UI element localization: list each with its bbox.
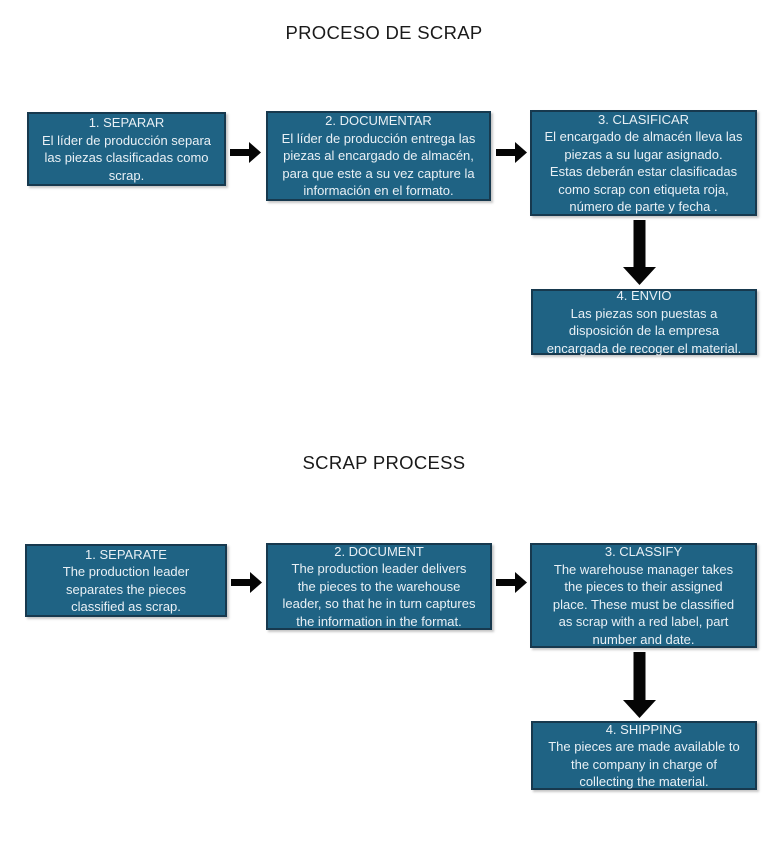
step-body: El líder de producción entrega las pieza… (281, 130, 476, 199)
arrow-right-icon (230, 142, 261, 163)
step-body: The warehouse manager takes the pieces t… (552, 561, 735, 647)
step-heading: 3. CLASSIFY (604, 544, 683, 559)
arrow-right-icon (496, 142, 527, 163)
step-heading: 3. CLASIFICAR (597, 111, 690, 127)
step-heading: 1. SEPARATE (85, 546, 167, 562)
step-box-en-4-shipping: 4. SHIPPING The pieces are made availabl… (531, 721, 757, 790)
step-box-es-4-envio: 4. ENVIO Las piezas son puestas a dispos… (531, 288, 757, 356)
step-body: Las piezas son puestas a disposición de … (546, 305, 742, 356)
step-body: The pieces are made available to the com… (548, 739, 740, 789)
step-box-en-2-document: 2. DOCUMENT The production leader delive… (266, 543, 492, 630)
step-box-es-2-documentar: 2. DOCUMENTAR El líder de producción ent… (266, 111, 491, 201)
step-body: The production leader separates the piec… (62, 564, 190, 614)
step-box-en-1-separate: 1. SEPARATE The production leader separa… (25, 544, 227, 617)
step-heading: 2. DOCUMENTAR (325, 113, 432, 129)
step-box-es-1-separar: 1. SEPARAR El líder de producción separa… (27, 112, 226, 186)
step-body: El encargado de almacén lleva las piezas… (544, 129, 743, 214)
diagram-title-en: SCRAP PROCESS (302, 452, 466, 473)
step-box-es-3-clasificar: 3. CLASIFICAR El encargado de almacén ll… (530, 110, 757, 216)
step-heading: 1. SEPARAR (88, 115, 165, 130)
step-body: El líder de producción separa las piezas… (41, 132, 212, 183)
step-heading: 2. DOCUMENT (334, 543, 424, 559)
step-body: The production leader delivers the piece… (282, 561, 476, 629)
diagram-title-es: PROCESO DE SCRAP (285, 22, 483, 43)
step-box-en-3-classify: 3. CLASSIFY The warehouse manager takes … (530, 543, 757, 648)
arrow-down-icon (623, 652, 656, 718)
arrow-right-icon (496, 572, 527, 593)
step-heading: 4. ENVIO (616, 288, 672, 303)
arrow-down-icon (623, 220, 656, 285)
step-heading: 4. SHIPPING (605, 721, 683, 737)
arrow-right-icon (231, 572, 262, 593)
